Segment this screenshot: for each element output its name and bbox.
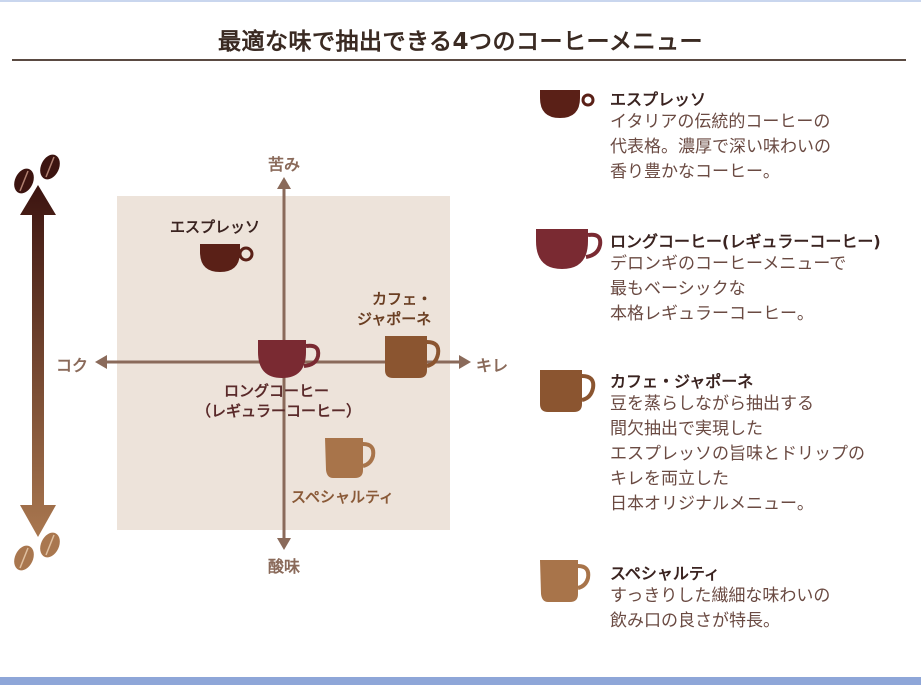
page-title: 最適な味で抽出できる4つのコーヒーメニュー bbox=[217, 29, 704, 55]
map-label-japone-2: ジャポーネ bbox=[357, 310, 432, 328]
menu-desc-line: 本格レギュラーコーヒー。 bbox=[610, 304, 814, 324]
menu-item-specialty: スペシャルティ すっきりした繊細な味わいの 飲み口の良さが特長。 bbox=[610, 560, 830, 634]
menu-title: エスプレッソ bbox=[610, 90, 707, 109]
map-label-japone: カフェ・ bbox=[372, 290, 433, 308]
map-label-specialty: スペシャルティ bbox=[291, 488, 395, 506]
axis-label-crisp: キレ bbox=[476, 356, 509, 375]
espresso-cup-icon bbox=[200, 244, 254, 272]
menu-desc-line: すっきりした繊細な味わいの bbox=[610, 586, 831, 606]
dark-bean-icon bbox=[14, 154, 60, 194]
map-label-espresso: エスプレッソ bbox=[170, 218, 261, 236]
title-divider bbox=[12, 59, 906, 61]
menu-specialty-mug-icon bbox=[540, 560, 591, 602]
axis-label-body: コク bbox=[56, 356, 89, 375]
light-bean-icon bbox=[14, 532, 60, 571]
menu-item-espresso: エスプレッソ イタリアの伝統的コーヒーの 代表格。濃厚で深い味わいの 香り豊かな… bbox=[610, 86, 831, 185]
bottom-bar bbox=[0, 677, 921, 685]
menu-title: スペシャルティ bbox=[610, 564, 720, 583]
menu-desc-line: 日本オリジナルメニュー。 bbox=[610, 494, 814, 514]
menu-desc-line: 間欠抽出で実現した bbox=[610, 419, 763, 439]
menu-desc-line: 最もベーシックな bbox=[610, 279, 746, 299]
menu-title: カフェ・ジャポーネ bbox=[610, 372, 754, 391]
caffe-japone-mug-icon bbox=[385, 336, 441, 378]
long-coffee-cup-icon bbox=[258, 340, 321, 378]
map-label-long-coffee-sub: （レギュラーコーヒー） bbox=[196, 402, 362, 420]
menu-desc-line: キレを両立した bbox=[610, 469, 729, 489]
menu-desc-line: 豆を蒸らしながら抽出する bbox=[610, 394, 814, 414]
menu-desc-line: エスプレッソの旨味とドリップの bbox=[610, 444, 865, 464]
map-label-long-coffee: ロングコーヒー bbox=[224, 382, 330, 400]
menu-long-coffee-cup-icon bbox=[536, 229, 603, 269]
axis-label-bitter: 苦み bbox=[268, 155, 301, 174]
menu-desc-line: 香り豊かなコーヒー。 bbox=[610, 162, 780, 182]
menu-item-long-coffee: ロングコーヒー(レギュラーコーヒー) デロンギのコーヒーメニューで 最もベーシッ… bbox=[610, 228, 881, 327]
axis-label-acidity: 酸味 bbox=[268, 557, 301, 576]
menu-desc-line: デロンギのコーヒーメニューで bbox=[610, 254, 847, 274]
menu-item-caffe-japone: カフェ・ジャポーネ 豆を蒸らしながら抽出する 間欠抽出で実現した エスプレッソの… bbox=[610, 368, 865, 517]
menu-desc-line: 飲み口の良さが特長。 bbox=[610, 611, 780, 631]
menu-japone-mug-icon bbox=[540, 370, 596, 412]
roast-arrow bbox=[14, 154, 60, 571]
menu-espresso-cup-icon bbox=[540, 90, 595, 118]
top-strip bbox=[0, 0, 921, 2]
menu-desc-line: 代表格。濃厚で深い味わいの bbox=[610, 137, 831, 157]
menu-desc-line: イタリアの伝統的コーヒーの bbox=[610, 112, 831, 132]
specialty-mug-icon bbox=[325, 438, 376, 478]
menu-title: ロングコーヒー(レギュラーコーヒー) bbox=[610, 232, 881, 251]
